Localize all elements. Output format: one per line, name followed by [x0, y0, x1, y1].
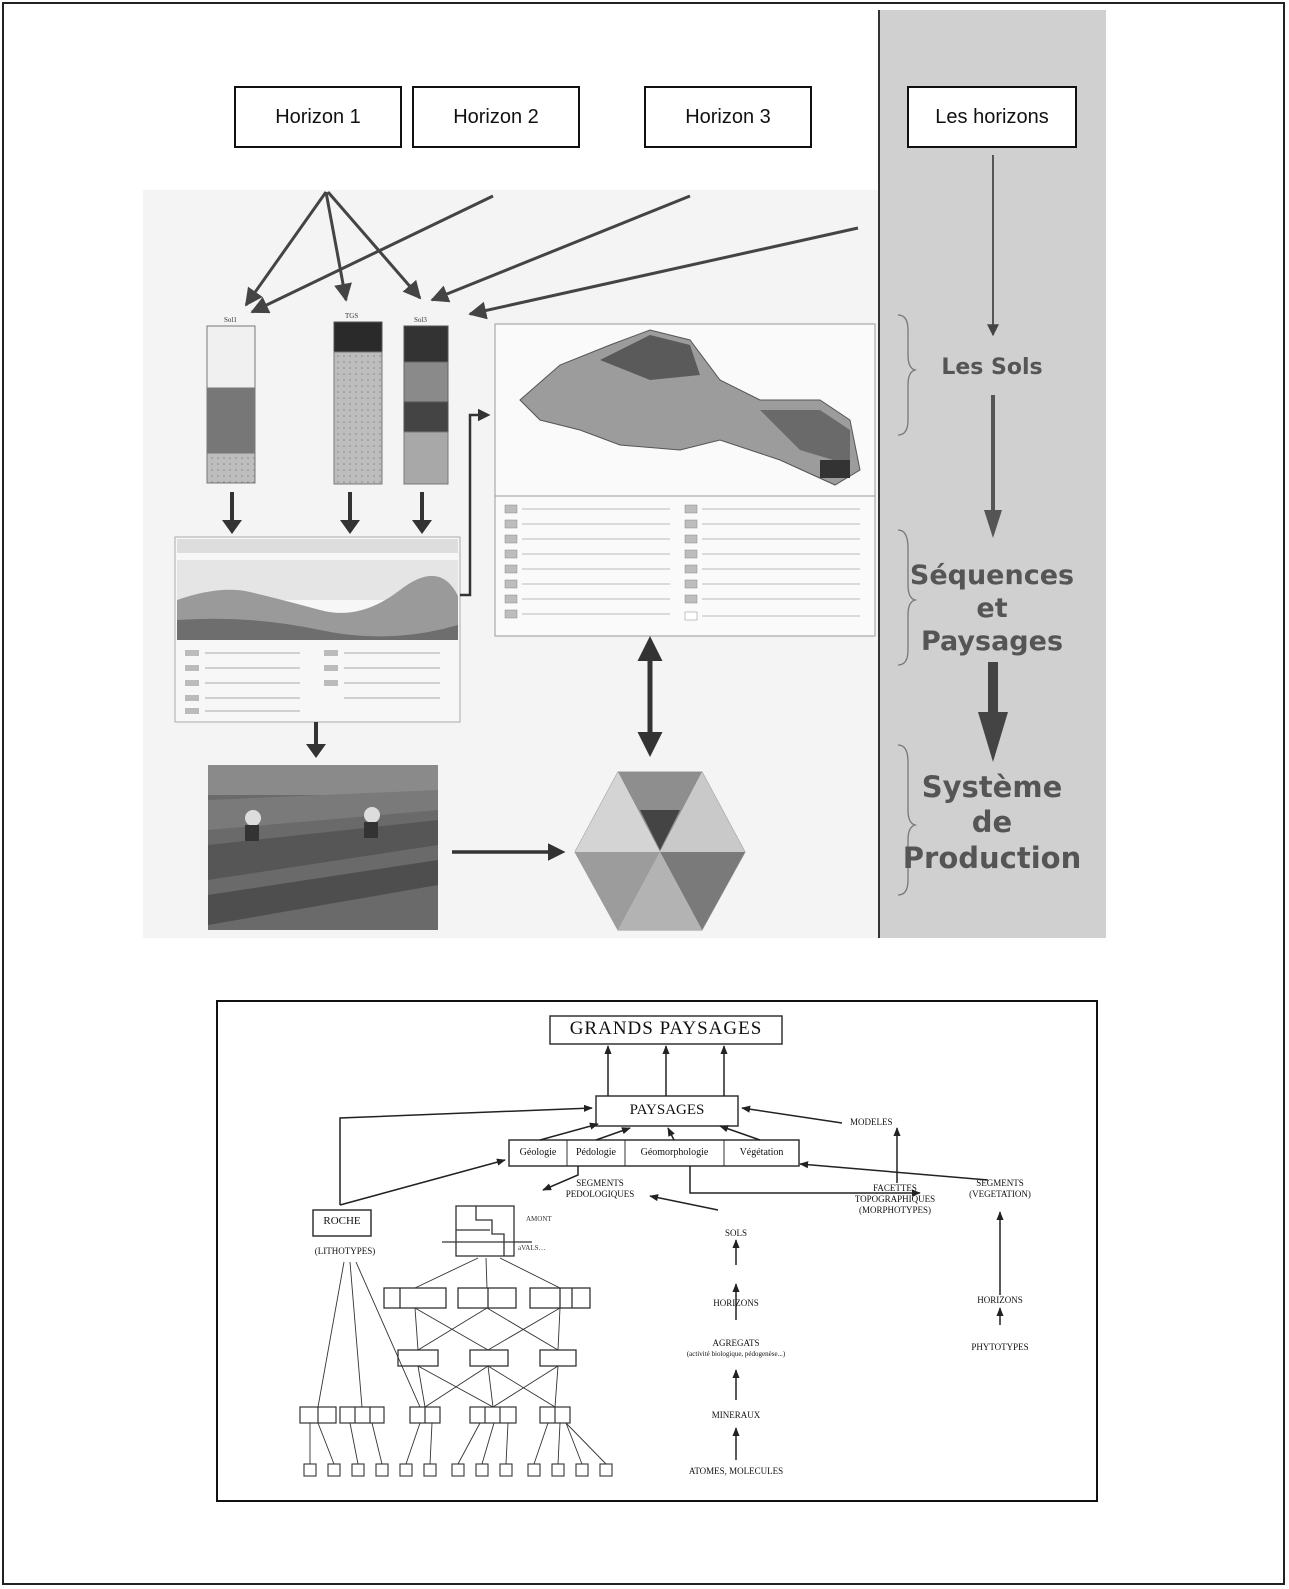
grands-paysages-box: [549, 1015, 783, 1045]
pedon-upper-label: AMONT: [526, 1215, 552, 1223]
paysages-box: [595, 1095, 739, 1127]
discipline-vegetation: Végétation: [739, 1147, 784, 1158]
atomes-molecules-label: ATOMES, MOLECULES: [688, 1466, 784, 1476]
svg-text:TGS: TGS: [345, 312, 358, 320]
horizons-left-label: HORIZONS: [713, 1298, 759, 1308]
roche-box: [312, 1209, 372, 1237]
hierarchy-arrows: [339, 1045, 1004, 1460]
agregats-note: (activité biologique, pédogenèse...): [686, 1350, 786, 1358]
horizon-3-label: Horizon 3: [685, 105, 771, 128]
discipline-geomorphologie: Géomorphologie: [640, 1147, 709, 1158]
segments-vegetation-label: SEGMENTS (VEGETATION): [969, 1178, 1031, 1199]
stage-les-sols: Les Sols: [941, 355, 1043, 380]
soil-profile-3: Sol3: [403, 316, 449, 485]
horizons-right-label: HORIZONS: [977, 1295, 1023, 1305]
horizon-arrows: [244, 191, 859, 320]
lithotypes-label: (LITHOTYPES): [314, 1246, 376, 1256]
soil-profile-1: Sol1: [206, 316, 256, 484]
horizon-2-box: Horizon 2: [412, 86, 580, 148]
horizon-1-box: Horizon 1: [234, 86, 402, 148]
roche-label: ROCHE: [323, 1215, 361, 1227]
svg-text:Sol1: Sol1: [224, 316, 237, 324]
topo-down-arrow: [306, 722, 326, 758]
pedology-map-panel: [494, 323, 876, 637]
discipline-geologie: Géologie: [519, 1147, 557, 1158]
toposequence-panel: [174, 536, 461, 723]
lattice-connectors: [309, 1257, 607, 1465]
les-horizons-label: Les horizons: [935, 105, 1049, 128]
horizon-3-box: Horizon 3: [644, 86, 812, 148]
disciplines-row: [508, 1139, 800, 1167]
lattice-level-1: [299, 1406, 571, 1424]
pedon-schematic: [442, 1205, 532, 1257]
stage-sequences-paysages: Séquences et Paysages: [909, 560, 1075, 657]
les-horizons-box: Les horizons: [907, 86, 1077, 148]
rice-field-photo: [208, 765, 438, 930]
stage-systeme-production: Système de Production: [902, 770, 1082, 875]
stage-braces: [897, 314, 918, 896]
discipline-pedologie: Pédologie: [576, 1147, 616, 1158]
agregats-label: AGREGATS: [712, 1338, 760, 1348]
profile-down-arrows: [222, 492, 432, 534]
lattice-level-2: [397, 1349, 577, 1367]
mineraux-label: MINERAUX: [711, 1410, 761, 1420]
segments-pedologiques-label: SEGMENTS PEDOLOGIQUES: [565, 1178, 635, 1199]
horizon-2-label: Horizon 2: [453, 105, 539, 128]
phytotypes-label: PHYTOTYPES: [971, 1342, 1029, 1352]
grands-paysages-label: GRANDS PAYSAGES: [569, 1018, 763, 1039]
lattice-base-elements: [303, 1463, 613, 1477]
sols-label: SOLS: [724, 1228, 747, 1238]
paysages-label: PAYSAGES: [629, 1102, 705, 1118]
topo-to-map-arrow: [460, 408, 491, 597]
lattice-level-3: [383, 1287, 591, 1309]
facettes-topographiques-label: FACETTES TOPOGRAPHIQUES (MORPHOTYPES): [854, 1183, 936, 1215]
pedon-lower-label: aVALS…: [518, 1244, 545, 1252]
modeles-label: MODELES: [850, 1117, 893, 1127]
horizon-1-label: Horizon 1: [275, 105, 361, 128]
soil-profile-2: TGS: [333, 312, 383, 485]
production-system-hexagon: [574, 771, 746, 931]
top-diagram-graphics: Sol1 TGS Sol3: [174, 155, 1008, 931]
svg-text:Sol3: Sol3: [414, 316, 427, 324]
stage-down-arrows: [978, 155, 1008, 762]
